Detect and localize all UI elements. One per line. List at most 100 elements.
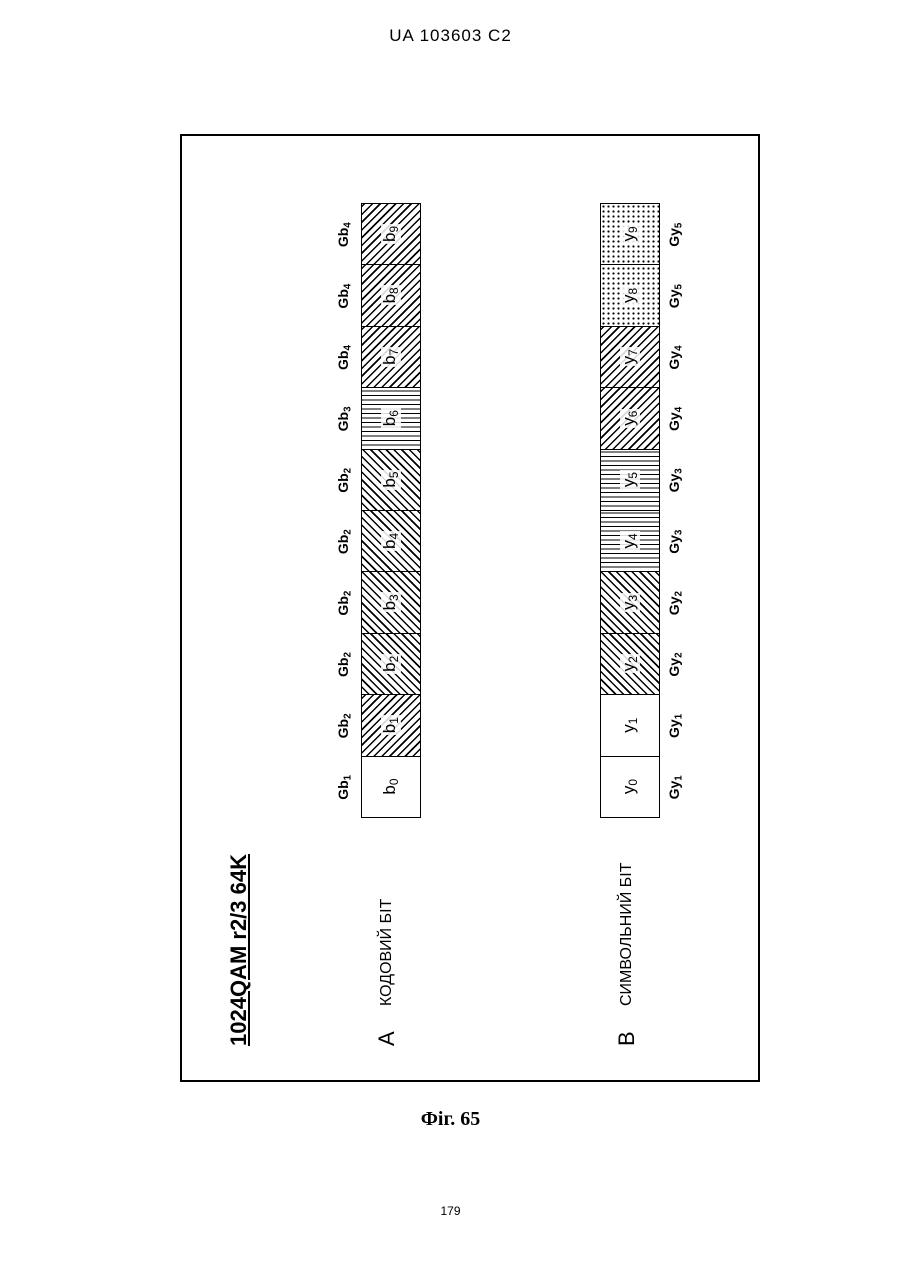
symbol-name: Gb — [335, 289, 351, 308]
symbol-index: 1 — [626, 718, 640, 725]
row-b-bit-cell: y2 — [600, 632, 660, 695]
symbol-index: 1 — [342, 775, 353, 780]
rotated-diagram: 1024QAM r2/3 64K A КОДОВИЙ БІТ B СИМВОЛЬ… — [182, 136, 762, 1084]
row-b-group-label: Gy4 — [666, 328, 684, 388]
row-a-group-label: Gb2 — [335, 450, 353, 510]
symbol-index: 2 — [342, 591, 353, 596]
row-b-bit-cell: y8 — [600, 264, 660, 327]
page-header: UA 103603 C2 — [0, 26, 901, 46]
symbol-index: 9 — [387, 226, 401, 233]
bit-label: b8 — [381, 285, 400, 305]
symbol-index: 4 — [673, 407, 684, 412]
row-a-bit-cell: b8 — [361, 264, 421, 327]
symbol-index: 5 — [673, 223, 684, 228]
symbol-name: Gy — [666, 658, 682, 677]
row-b-group-label: Gy3 — [666, 512, 684, 572]
row-a-bit-cell: b4 — [361, 510, 421, 573]
symbol-name: b — [380, 417, 399, 426]
bit-label: b7 — [381, 347, 400, 367]
row-a-bit-cell: b3 — [361, 571, 421, 634]
symbol-index: 6 — [626, 411, 640, 418]
symbol-name: b — [380, 478, 399, 487]
symbol-name: y — [619, 663, 638, 672]
symbol-name: b — [380, 724, 399, 733]
row-a-group-label: Gb4 — [335, 328, 353, 388]
row-a-group-label: Gb4 — [335, 205, 353, 265]
symbol-name: y — [619, 540, 638, 549]
row-a-bit-cell: b0 — [361, 755, 421, 818]
symbol-index: 2 — [387, 656, 401, 663]
symbol-name: y — [619, 233, 638, 242]
bit-label: y3 — [620, 593, 639, 612]
symbol-index: 3 — [342, 406, 353, 411]
symbol-index: 9 — [626, 226, 640, 233]
bit-label: b4 — [381, 531, 400, 551]
bit-label: b1 — [381, 715, 400, 735]
symbol-index: 2 — [342, 652, 353, 657]
row-b-bit-cell: y5 — [600, 448, 660, 511]
symbol-name: b — [380, 355, 399, 364]
symbol-name: y — [619, 294, 638, 303]
symbol-name: Gb — [335, 535, 351, 554]
symbol-name: Gb — [335, 719, 351, 738]
symbol-index: 3 — [626, 595, 640, 602]
bit-label: b9 — [381, 224, 400, 244]
row-b-group-label: Gy5 — [666, 205, 684, 265]
symbol-index: 2 — [342, 713, 353, 718]
row-b-group-label: Gy4 — [666, 389, 684, 449]
symbol-index: 4 — [626, 533, 640, 540]
symbol-name: b — [380, 662, 399, 671]
symbol-name: y — [619, 724, 638, 733]
symbol-name: b — [380, 294, 399, 303]
row-b-bit-cell: y9 — [600, 203, 660, 266]
symbol-name: y — [619, 417, 638, 426]
symbol-index: 6 — [387, 410, 401, 417]
figure-caption: Фіг. 65 — [0, 1108, 901, 1131]
row-b-bit-cell: y4 — [600, 510, 660, 573]
row-b-group-label: Gy1 — [666, 696, 684, 756]
row-b-bit-cell: y7 — [600, 325, 660, 388]
row-b-group-label: Gy1 — [666, 757, 684, 817]
bit-label: y5 — [620, 470, 639, 489]
bit-label: b6 — [381, 408, 400, 428]
symbol-index: 1 — [673, 714, 684, 719]
symbol-index: 2 — [342, 529, 353, 534]
symbol-index: 5 — [387, 472, 401, 479]
row-a-group-label: Gb2 — [335, 573, 353, 633]
symbol-index: 4 — [342, 222, 353, 227]
symbol-name: y — [619, 479, 638, 488]
symbol-name: Gy — [666, 597, 682, 616]
symbol-index: 2 — [342, 468, 353, 473]
row-b-group-label: Gy2 — [666, 573, 684, 633]
row-a-group-label: Gb2 — [335, 696, 353, 756]
symbol-name: b — [380, 540, 399, 549]
row-b-group-label: Gy5 — [666, 266, 684, 326]
symbol-name: Gb — [335, 658, 351, 677]
page-number: 179 — [0, 1204, 901, 1218]
row-b-bit-cell: y3 — [600, 571, 660, 634]
bit-label: y8 — [620, 286, 639, 305]
row-b-group-label: Gy3 — [666, 450, 684, 510]
row-a-group-label: Gb2 — [335, 512, 353, 572]
bit-label: y1 — [620, 716, 639, 735]
symbol-index: 4 — [342, 345, 353, 350]
bit-label: y9 — [620, 224, 639, 243]
symbol-index: 3 — [673, 468, 684, 473]
row-a-bit-cell: b2 — [361, 632, 421, 695]
symbol-name: y — [619, 601, 638, 610]
symbol-index: 5 — [673, 284, 684, 289]
row-a-bit-cell: b5 — [361, 448, 421, 511]
symbol-index: 2 — [673, 591, 684, 596]
bit-label: y4 — [620, 531, 639, 550]
row-a-label: КОДОВИЙ БІТ — [378, 899, 396, 1006]
figure-title: 1024QAM r2/3 64K — [226, 854, 252, 1046]
symbol-name: Gy — [666, 412, 682, 431]
symbol-name: Gb — [335, 412, 351, 431]
symbol-name: Gy — [666, 474, 682, 493]
row-b-label: СИМВОЛЬНИЙ БІТ — [618, 862, 636, 1006]
bit-label: y6 — [620, 409, 639, 428]
symbol-name: Gy — [666, 719, 682, 738]
bit-label: y0 — [620, 777, 639, 796]
symbol-name: Gb — [335, 351, 351, 370]
symbol-index: 2 — [673, 652, 684, 657]
